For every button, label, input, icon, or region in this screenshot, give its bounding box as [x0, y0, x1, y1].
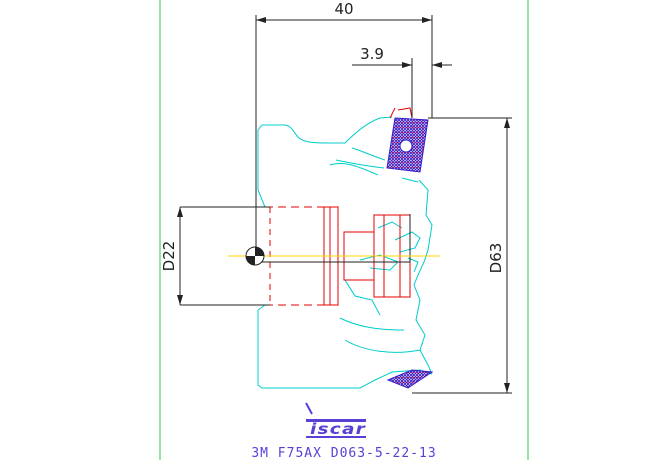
upper-insert — [386, 117, 429, 173]
drawing-title: 3M F75AX D063-5-22-13 — [251, 446, 436, 460]
center-mark-symbol — [245, 246, 265, 266]
dimension-lines — [179, 15, 512, 394]
iscar-logo: iscar — [305, 402, 367, 438]
sectional-bore-lines — [265, 107, 413, 306]
dim-cutting-diameter-label: D63 — [487, 243, 505, 274]
dim-insert-offset-label: 3.9 — [360, 45, 384, 63]
dim-overall-length-label: 40 — [334, 0, 353, 18]
dimension-arrows — [177, 17, 510, 393]
lower-insert — [386, 369, 434, 389]
logo-text: iscar — [310, 420, 367, 438]
dim-bore-diameter-label: D22 — [160, 241, 178, 272]
